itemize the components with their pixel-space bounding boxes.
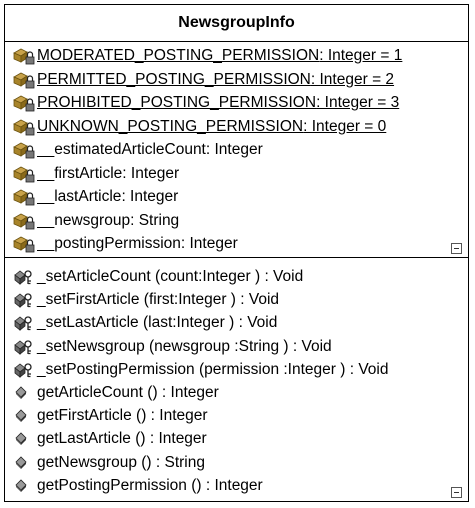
attribute-type: : String	[130, 211, 180, 229]
attribute-type: : Integer	[180, 235, 238, 252]
protected-operation-icon	[12, 268, 36, 286]
public-operation-icon	[12, 430, 36, 448]
attribute-row[interactable]: PROHIBITED_POSTING_PERMISSION: Integer =…	[12, 92, 399, 114]
private-attribute-icon	[12, 141, 36, 159]
attribute-name: __newsgroup	[37, 211, 131, 229]
protected-operation-icon	[12, 314, 36, 332]
operations-compartment: _setArticleCount (count:Integer ) : Void…	[5, 258, 468, 503]
collapse-attributes-button[interactable]	[451, 243, 462, 254]
attribute-row[interactable]: __lastArticle : Integer	[12, 186, 178, 208]
public-operation-icon	[12, 454, 36, 472]
operation-signature: _setFirstArticle (first:Integer ) : Void	[37, 291, 280, 309]
operation-row[interactable]: getFirstArticle () : Integer	[12, 405, 208, 427]
operation-signature: getPostingPermission () : Integer	[37, 476, 263, 494]
operation-row[interactable]: getNewsgroup () : String	[12, 452, 205, 474]
uml-class-box[interactable]: NewsgroupInfo MODERATED_POSTING_PERMISSI…	[4, 4, 469, 502]
attributes-compartment: MODERATED_POSTING_PERMISSION: Integer = …	[5, 42, 468, 258]
operation-row[interactable]: _setFirstArticle (first:Integer ) : Void	[12, 289, 279, 311]
operation-row[interactable]: _setArticleCount (count:Integer ) : Void	[12, 266, 303, 288]
operation-row[interactable]: _setLastArticle (last:Integer ) : Void	[12, 312, 277, 334]
private-attribute-icon	[12, 165, 36, 183]
static-attribute-icon	[12, 118, 36, 136]
public-operation-icon	[12, 407, 36, 425]
private-attribute-icon	[12, 235, 36, 253]
attribute-type: : Integer	[205, 141, 263, 158]
attribute-type: : Integer = 2	[310, 70, 395, 88]
attribute-name: __postingPermission	[37, 235, 181, 252]
attribute-type: : Integer	[121, 188, 179, 205]
static-attribute-icon	[12, 47, 36, 65]
attribute-name: __lastArticle	[37, 188, 122, 205]
operation-row[interactable]: _setPostingPermission (permission :Integ…	[12, 359, 389, 381]
attribute-type: : Integer = 0	[303, 117, 387, 135]
attribute-name: PROHIBITED_POSTING_PERMISSION	[37, 94, 317, 111]
private-attribute-icon	[12, 188, 36, 206]
attribute-name: MODERATED_POSTING_PERMISSION	[37, 47, 320, 64]
attribute-row[interactable]: __firstArticle : Integer	[12, 163, 179, 185]
operation-row[interactable]: getPostingPermission () : Integer	[12, 475, 263, 497]
attribute-row[interactable]: MODERATED_POSTING_PERMISSION: Integer = …	[12, 45, 402, 67]
attribute-name: __firstArticle	[37, 164, 123, 182]
attribute-row[interactable]: UNKNOWN_POSTING_PERMISSION: Integer = 0	[12, 116, 386, 138]
attribute-type: : Integer = 3	[316, 94, 400, 111]
operation-signature: _setPostingPermission (permission :Integ…	[37, 360, 389, 378]
operation-signature: _setLastArticle (last:Integer ) : Void	[37, 314, 278, 332]
operation-signature: getNewsgroup () : String	[37, 453, 205, 471]
operation-row[interactable]: getLastArticle () : Integer	[12, 428, 207, 450]
operation-signature: getLastArticle () : Integer	[37, 430, 207, 448]
operation-signature: getArticleCount () : Integer	[37, 384, 219, 401]
attribute-row[interactable]: __estimatedArticleCount : Integer	[12, 139, 263, 161]
public-operation-icon	[12, 384, 36, 402]
attribute-row[interactable]: __newsgroup : String	[12, 210, 179, 232]
operation-signature: _setArticleCount (count:Integer ) : Void	[37, 268, 304, 285]
operation-signature: _setNewsgroup (newsgroup :String ) : Voi…	[37, 337, 332, 355]
attribute-name: PERMITTED_POSTING_PERMISSION	[37, 70, 311, 88]
attribute-type: : Integer	[122, 164, 180, 182]
protected-operation-icon	[12, 361, 36, 379]
class-name-compartment: NewsgroupInfo	[5, 5, 468, 42]
class-name: NewsgroupInfo	[178, 14, 295, 31]
attribute-row[interactable]: __postingPermission : Integer	[12, 233, 238, 255]
protected-operation-icon	[12, 291, 36, 309]
public-operation-icon	[12, 477, 36, 495]
private-attribute-icon	[12, 212, 36, 230]
static-attribute-icon	[12, 71, 36, 89]
operation-signature: getFirstArticle () : Integer	[37, 407, 208, 425]
operation-row[interactable]: getArticleCount () : Integer	[12, 382, 219, 404]
static-attribute-icon	[12, 94, 36, 112]
attribute-name: UNKNOWN_POSTING_PERMISSION	[37, 117, 304, 135]
attribute-type: : Integer = 1	[319, 47, 403, 64]
attribute-row[interactable]: PERMITTED_POSTING_PERMISSION: Integer = …	[12, 69, 394, 91]
operation-row[interactable]: _setNewsgroup (newsgroup :String ) : Voi…	[12, 336, 332, 358]
collapse-operations-button[interactable]	[451, 487, 462, 498]
protected-operation-icon	[12, 338, 36, 356]
attribute-name: __estimatedArticleCount	[37, 141, 206, 158]
